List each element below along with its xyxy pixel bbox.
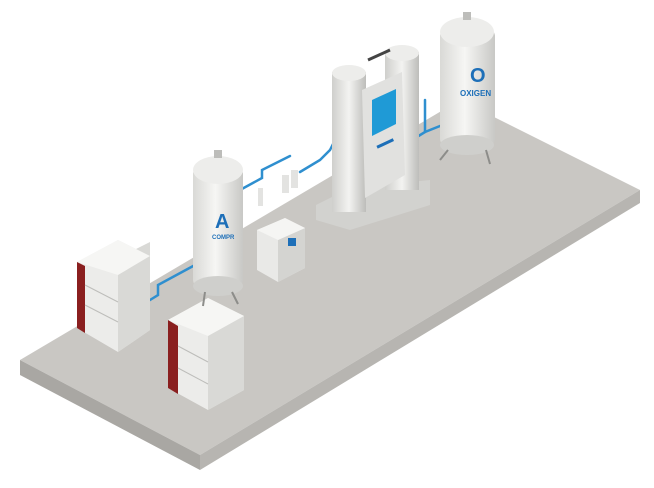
inline-filters	[258, 170, 298, 206]
air-tank-label-large: A	[215, 211, 229, 233]
compressor-stripe	[168, 320, 178, 394]
oxygen-tank-label-large: O	[470, 65, 486, 87]
compressor-stripe	[77, 262, 85, 333]
pipe-filters-to-generator	[298, 138, 337, 174]
slab-right-edge	[200, 190, 640, 470]
air-compressor-front	[168, 298, 244, 410]
dryer-logo-plate	[288, 238, 296, 246]
air-receiver-tank: A COMPR	[193, 150, 243, 307]
air-tank-label-small: COMPR	[212, 235, 235, 241]
oxygen-storage-tank: O OXIGEN	[439, 12, 495, 165]
pipe-compressor-to-air-tank	[148, 263, 197, 302]
oxygen-generator	[316, 45, 430, 230]
air-dryer-unit	[257, 218, 305, 282]
air-compressor-back	[77, 240, 150, 352]
generator-screen	[372, 89, 396, 136]
slab-front-edge	[20, 360, 200, 470]
oxygen-tank-label-small: OXIGEN	[460, 89, 491, 98]
